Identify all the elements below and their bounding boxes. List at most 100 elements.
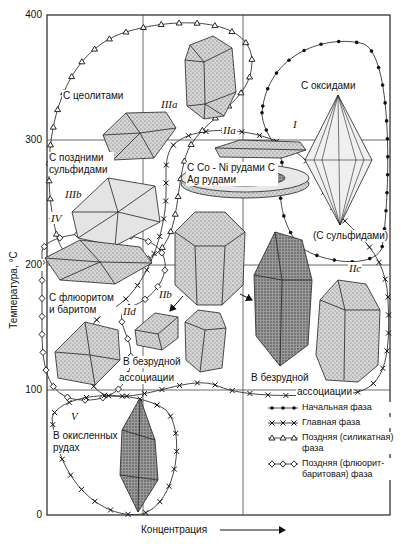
phase-marker	[243, 40, 249, 45]
legend-sample	[266, 402, 300, 414]
phase-marker	[163, 199, 168, 204]
phase-marker	[386, 313, 391, 318]
phase-marker	[229, 29, 235, 34]
phase-marker	[370, 49, 374, 53]
crystal-IIc-right	[316, 280, 380, 382]
phase-marker	[377, 260, 382, 265]
phase-marker	[386, 331, 391, 336]
phase-marker	[102, 393, 107, 398]
phase-marker	[257, 133, 262, 138]
legend-marker	[281, 421, 286, 426]
phase-marker	[140, 25, 146, 30]
phase-marker	[275, 71, 279, 75]
phase-marker	[60, 457, 65, 462]
crystal-IIb-prism-part	[175, 212, 245, 305]
phase-marker	[84, 395, 89, 400]
phase-marker	[135, 283, 140, 288]
phase-marker	[144, 268, 149, 273]
phase-marker	[162, 267, 168, 273]
phase-marker	[92, 499, 97, 504]
phase-marker	[50, 422, 55, 427]
phase-marker	[125, 336, 131, 342]
phase-marker	[385, 348, 390, 353]
phase-marker	[79, 487, 84, 492]
phase-marker	[50, 383, 56, 389]
crystal-IIb-lower	[185, 310, 226, 372]
phase-marker	[155, 403, 160, 408]
crystal-IIc-right-part	[316, 280, 380, 382]
legend-sample	[266, 417, 300, 429]
phase-marker	[315, 254, 319, 258]
phase-marker	[172, 211, 178, 216]
phase-marker	[67, 400, 72, 405]
phase-marker	[124, 394, 129, 399]
phase-marker	[282, 214, 286, 218]
phase-marker	[195, 380, 200, 385]
phase-marker	[213, 382, 218, 387]
crystal-IIc-tall-part	[254, 232, 312, 366]
phase-marker	[265, 393, 270, 398]
crystal-IIc-tall-part	[254, 232, 312, 366]
phase-marker	[145, 238, 151, 244]
phase-marker	[319, 43, 323, 47]
phase-marker	[171, 143, 176, 148]
axis-title: Температура, °С	[8, 250, 20, 329]
phase-marker	[41, 243, 47, 249]
legend-marker	[269, 435, 275, 440]
phase-marker	[52, 410, 57, 415]
type-number: IIIb	[64, 188, 83, 200]
crystal-IIa-plate	[215, 140, 306, 158]
crystal-IIa-plate-part	[215, 148, 306, 150]
association-label: (С сульфидами)	[312, 230, 389, 242]
axis-arrow	[220, 530, 285, 531]
phase-marker	[355, 41, 359, 45]
crystal-IIIb-part	[72, 178, 160, 246]
crystal-IIc-tall	[254, 232, 312, 366]
crystal-IIa-plate-part	[215, 140, 306, 158]
legend-sample	[266, 458, 300, 470]
phase-marker	[176, 20, 182, 25]
type-number: IIa	[222, 124, 237, 136]
axis-title: Концентрация	[140, 524, 208, 536]
type-number: IId	[122, 305, 137, 317]
crystal-IIIa-prism	[185, 36, 236, 119]
phase-marker	[152, 251, 157, 256]
legend-text: Поздняя (флюорит-баритовая) фаза	[302, 458, 394, 480]
association-label: С цеолитами	[62, 90, 124, 102]
phase-marker	[260, 111, 264, 115]
crystal-V-part	[120, 398, 158, 512]
legend-marker	[292, 421, 297, 426]
crystal-IId-cube-part	[135, 313, 178, 350]
phase-marker	[265, 128, 269, 132]
phase-marker	[79, 59, 85, 64]
phase-marker	[239, 129, 244, 134]
phase-marker	[212, 23, 218, 28]
legend-item: Начальная фаза	[266, 402, 396, 413]
phase-marker	[106, 36, 112, 41]
transition-arrows-part	[240, 294, 252, 300]
axis-tick: 0	[35, 509, 43, 521]
phase-marker	[92, 46, 98, 51]
crystal-IIb-prism	[175, 212, 245, 305]
phase-marker	[279, 196, 283, 200]
crystal-IIb-lower-part	[185, 322, 226, 372]
phase-marker	[174, 449, 179, 454]
legend-marker	[280, 435, 286, 440]
crystal-IIIb-part	[72, 178, 160, 246]
crystal-IIb-prism-part	[175, 232, 245, 305]
phase-marker	[123, 297, 128, 302]
phase-marker	[168, 229, 174, 234]
phase-marker	[386, 155, 390, 159]
phase-marker	[43, 367, 49, 373]
crystal-IId-rhomb	[55, 322, 120, 385]
phase-marker	[247, 74, 253, 79]
phase-marker	[247, 391, 252, 396]
phase-marker	[302, 49, 306, 53]
phase-loops-part	[52, 396, 177, 515]
phase-marker	[383, 101, 387, 105]
legend-marker	[292, 406, 296, 410]
phase-marker	[159, 250, 165, 256]
phase-marker	[367, 245, 372, 250]
phase-marker	[39, 313, 45, 319]
crystal-IId-rhomb-part	[55, 322, 120, 385]
